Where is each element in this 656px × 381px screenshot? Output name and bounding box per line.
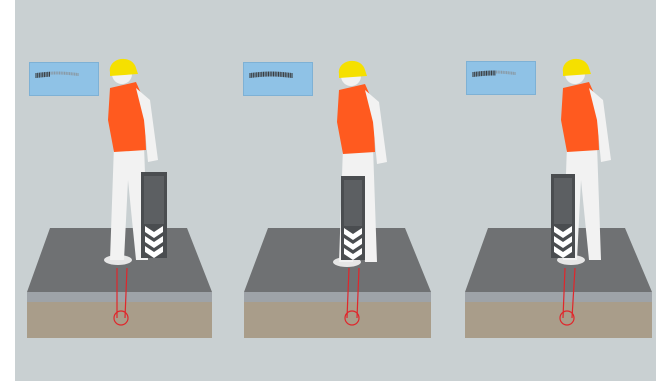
signal-line <box>562 267 566 319</box>
signal-line <box>356 267 360 319</box>
signal-line <box>346 267 350 319</box>
panel-left <box>15 0 235 381</box>
locator-scene-right <box>465 58 652 338</box>
signal-meter-left <box>29 62 99 96</box>
locator-device-icon <box>141 172 167 258</box>
signal-line <box>124 267 128 319</box>
soil-layer <box>244 302 431 338</box>
hard-hat-icon <box>109 58 138 76</box>
locator-device-icon <box>341 176 365 260</box>
hard-hat-icon <box>562 58 591 76</box>
pipe-icon <box>113 310 129 326</box>
ground-edge <box>244 292 431 302</box>
safety-vest <box>337 84 375 154</box>
soil-layer <box>27 302 212 338</box>
locator-scene-middle <box>244 60 431 338</box>
scene-background <box>15 0 656 381</box>
safety-vest <box>108 82 146 152</box>
meter-scale-icon <box>472 70 516 77</box>
signal-line <box>571 267 576 319</box>
pipe-icon <box>559 310 575 326</box>
locator-scene-left <box>27 58 212 338</box>
ground-edge <box>27 292 212 302</box>
meter-ticks <box>249 71 293 78</box>
signal-meter-right <box>466 61 536 95</box>
locator-device-icon <box>551 174 575 258</box>
signal-meter-middle <box>243 62 313 96</box>
worker-figure <box>104 58 158 265</box>
meter-scale-icon <box>249 71 293 78</box>
panel-right <box>451 0 656 381</box>
pipe-icon <box>344 310 360 326</box>
panel-middle <box>231 0 451 381</box>
meter-scale-icon <box>35 71 79 78</box>
meter-ticks <box>35 71 79 78</box>
ground-edge <box>465 292 652 302</box>
safety-vest <box>561 82 599 152</box>
soil-layer <box>465 302 652 338</box>
meter-ticks <box>472 70 516 77</box>
hard-hat-icon <box>338 60 367 78</box>
